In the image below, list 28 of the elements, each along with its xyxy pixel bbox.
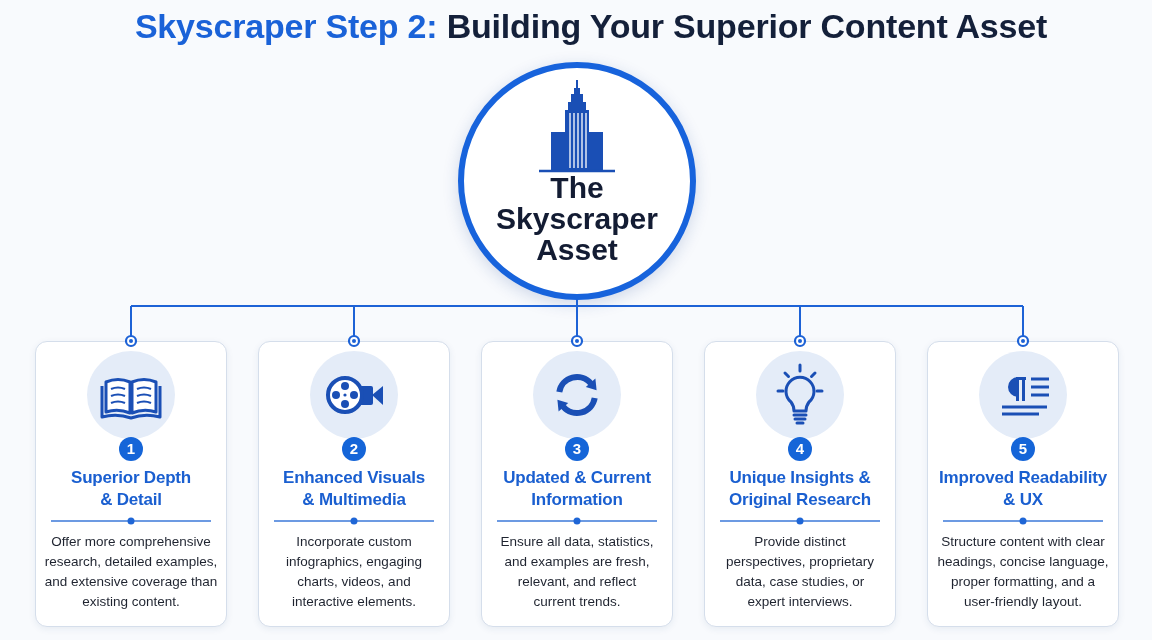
step-number: 2 — [342, 437, 366, 461]
connector-line — [130, 299, 1024, 307]
card-heading: Superior Depth & Detail — [70, 467, 192, 511]
step-number: 5 — [1011, 437, 1035, 461]
card-description: Offer more comprehensive research, detailed examples, and extensive coverage than existing content. — [43, 533, 219, 611]
feature-card — [35, 341, 227, 627]
connector-line — [1016, 305, 1030, 348]
card-heading: Enhanced Visuals & Multimedia — [282, 467, 426, 511]
step-number: 1 — [119, 437, 143, 461]
connector-line — [793, 305, 807, 348]
feature-card — [481, 341, 673, 627]
feature-card — [258, 341, 450, 627]
feature-card — [927, 341, 1119, 627]
card-description: Provide distinct perspectives, proprietary data, case studies, or expert interviews. — [725, 533, 875, 611]
diagram-title: Skyscraper Step 2: Building Your Superior Content Asset — [134, 6, 1048, 46]
step-number: 3 — [565, 437, 589, 461]
card-heading: Improved Readability & UX — [938, 467, 1108, 511]
connector-line — [347, 305, 361, 348]
connector-line — [124, 305, 138, 348]
card-heading: Unique Insights & Original Research — [727, 467, 873, 511]
card-description: Structure content with clear headings, concise language, proper formatting, and a user-friendly layout. — [936, 533, 1110, 611]
connector-line — [570, 305, 584, 348]
step-number: 4 — [788, 437, 812, 461]
card-description: Ensure all data, statistics, and examples are fresh, relevant, and reflect current trends. — [499, 533, 655, 611]
hub-title: The Skyscraper Asset — [495, 172, 659, 265]
card-description: Incorporate custom infographics, engaging charts, videos, and interactive elements. — [285, 533, 423, 611]
card-heading: Updated & Current Information — [502, 467, 652, 511]
feature-card — [704, 341, 896, 627]
